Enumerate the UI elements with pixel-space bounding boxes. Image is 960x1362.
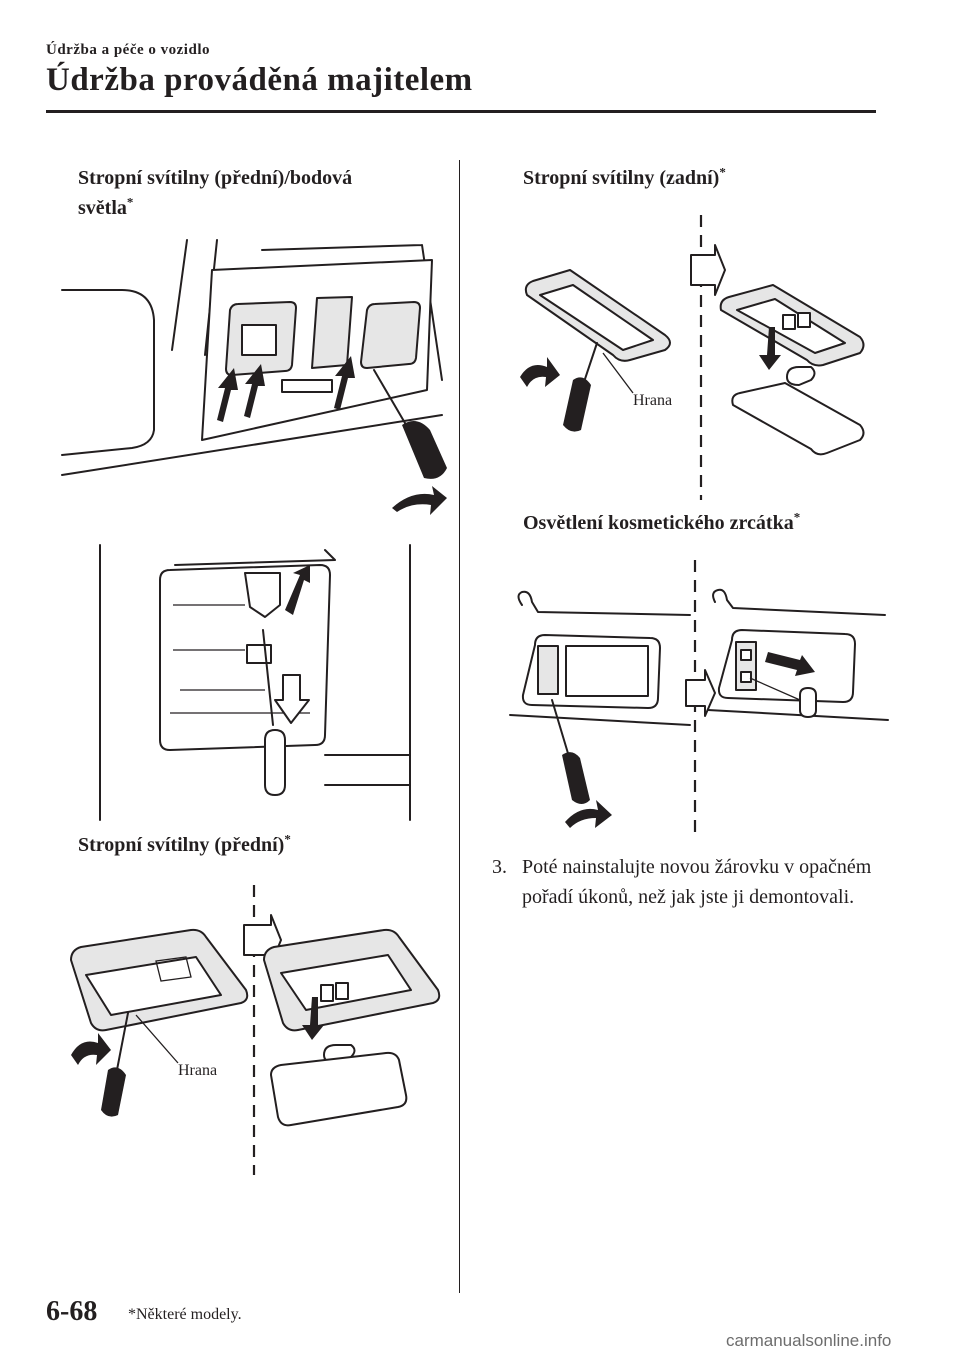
- arrow-down-outline-icon: [274, 674, 310, 724]
- step-text: Poté nainstalujte novou žárovku v opačné…: [522, 856, 872, 908]
- edge-label: Hrana: [178, 1062, 217, 1079]
- page-title: Údržba prováděná majitelem: [46, 62, 473, 98]
- arrow-down-icon: [302, 997, 324, 1040]
- footnote: *Některé modely.: [128, 1306, 242, 1323]
- screwdriver-handle-icon: [402, 421, 447, 479]
- top-edge: [174, 549, 336, 566]
- frame-edges: [99, 544, 411, 821]
- asterisk-mark: *: [284, 831, 291, 847]
- contact-2: [335, 982, 349, 1000]
- heading-rear: Stropní svítilny (zadní)*: [523, 164, 726, 189]
- headliner-edge-left: [509, 714, 691, 726]
- heading-vanity: Osvětlení kosmetického zrcátka*: [523, 509, 801, 534]
- contact-clip-top: [244, 572, 281, 618]
- rotate-arrow-icon: [520, 357, 560, 387]
- vanity-mirror-left: [565, 645, 649, 697]
- bulb-wire: [262, 629, 274, 726]
- housing-ribs: [170, 604, 310, 714]
- screwdriver-shaft: [115, 1012, 129, 1076]
- next-step-arrow-icon: [690, 244, 726, 296]
- next-step-arrow-icon: [685, 669, 716, 717]
- asterisk-mark: *: [793, 509, 801, 525]
- roof-edge: [61, 414, 443, 476]
- figure-front-map-lamp: Hrana: [70, 885, 441, 1175]
- contact-1: [740, 649, 752, 661]
- sunvisor-right: [712, 588, 886, 616]
- arrow-up-3-icon: [334, 356, 355, 410]
- heading-front-spot-line1: Stropní svítilny (přední)/bodová: [78, 167, 353, 189]
- figure-vanity-light: [509, 560, 889, 840]
- bulb-icon: [786, 366, 816, 386]
- sunvisor-left: [517, 590, 691, 616]
- arrow-down-icon: [759, 327, 781, 370]
- rear-lens-cover: [731, 382, 865, 456]
- page-number: 6-68: [46, 1296, 98, 1327]
- column-divider: [459, 160, 460, 1293]
- lens-left-window: [241, 324, 277, 356]
- arrow-up-1-icon: [217, 368, 238, 422]
- arrow-up-icon: [285, 565, 310, 615]
- breadcrumb: Údržba a péče o vozidlo: [46, 42, 210, 58]
- bulb-icon: [264, 729, 286, 796]
- contact-clip-mid: [246, 644, 272, 664]
- rotate-arrow-icon: [71, 1033, 111, 1065]
- rotate-arrow-icon: [565, 800, 612, 828]
- headliner-edge-right: [707, 709, 889, 721]
- housing: [159, 564, 331, 751]
- lens-right: [360, 301, 421, 369]
- edge-label: Hrana: [633, 392, 672, 409]
- lamp-lens-left: [85, 956, 222, 1016]
- rotate-arrow-icon: [392, 486, 447, 515]
- screwdriver-handle-icon: [563, 377, 591, 432]
- contact-1: [320, 984, 334, 1002]
- contact-1: [782, 314, 796, 330]
- contact-2: [797, 312, 811, 328]
- edge-leader-line: [602, 352, 634, 394]
- bulb-leader: [749, 677, 801, 701]
- arrow-up-2-icon: [244, 364, 265, 418]
- contact-2: [740, 671, 752, 683]
- lower-edges: [324, 754, 411, 786]
- screwdriver-handle-icon: [101, 1067, 126, 1117]
- heading-front: Stropní svítilny (přední)*: [78, 831, 291, 856]
- screwdriver-handle-icon: [562, 752, 590, 804]
- figure-rear-lamp: Hrana: [520, 215, 865, 500]
- bulb-icon: [799, 687, 817, 718]
- asterisk-mark: *: [719, 164, 726, 180]
- edge-leader-line: [135, 1014, 179, 1064]
- vanity-lens-left: [537, 645, 559, 695]
- step-number: 3.: [492, 856, 507, 878]
- figure-front-console: [61, 239, 447, 515]
- switch-panel: [281, 379, 333, 393]
- rear-lamp-lens-inner: [539, 284, 654, 351]
- watermark: carmanualsonline.info: [726, 1331, 892, 1350]
- step-3: 3. Poté nainstalujte novou žárovku v opa…: [492, 852, 892, 912]
- screwdriver-shaft: [582, 342, 598, 386]
- screwdriver-shaft: [551, 699, 571, 761]
- figure-front-bulb: [99, 544, 411, 821]
- lens-cover: [270, 1051, 408, 1127]
- heading-front-spot: Stropní svítilny (přední)/bodová světla*: [78, 163, 352, 223]
- lens-center: [311, 296, 353, 369]
- asterisk-mark: *: [126, 194, 134, 210]
- arrow-right-down-icon: [765, 652, 815, 676]
- switch-left: [155, 956, 192, 982]
- door-edge: [61, 289, 155, 456]
- header-rule: [46, 110, 876, 113]
- heading-front-spot-line2: světla: [78, 197, 127, 219]
